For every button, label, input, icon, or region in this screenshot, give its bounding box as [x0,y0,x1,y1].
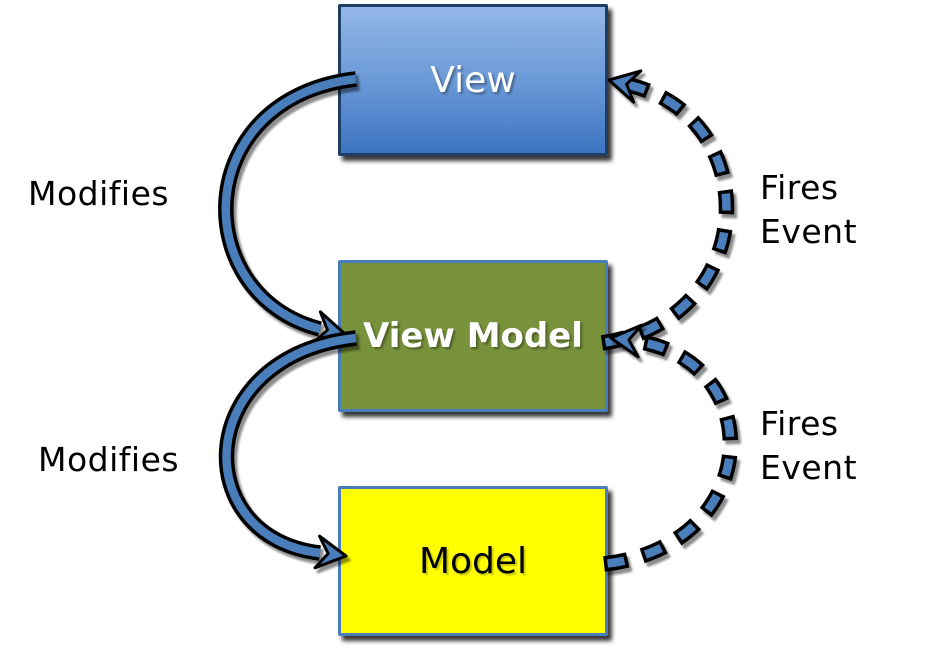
fires-event-arrow-model-to-viewmodel [603,323,739,572]
fires-event-bottom-line1: Fires [760,404,839,443]
edge-label-fires-event-bottom: Fires Event [760,402,857,490]
model-box-label: Model [418,540,528,582]
arrowhead-icon [609,323,644,359]
fires-event-top-line2: Event [760,212,858,251]
view-model-box-label: View Model [363,316,583,356]
edge-label-fires-event-top: Fires Event [760,166,857,254]
fires-event-top-line1: Fires [760,168,839,207]
edge-label-modifies-top: Modifies [28,174,170,213]
modifies-arrow-viewmodel-to-model [218,330,357,570]
view-box-label: View [430,59,516,101]
view-box: View [338,4,608,156]
model-box: Model [338,486,608,636]
fires-event-bottom-line2: Event [760,448,858,487]
modifies-arrow-view-to-viewmodel [218,71,357,345]
edge-label-modifies-bottom: Modifies [38,440,180,479]
arrowhead-icon [607,69,643,104]
view-model-box: View Model [338,260,608,412]
fires-event-arrow-viewmodel-to-view [600,69,735,351]
